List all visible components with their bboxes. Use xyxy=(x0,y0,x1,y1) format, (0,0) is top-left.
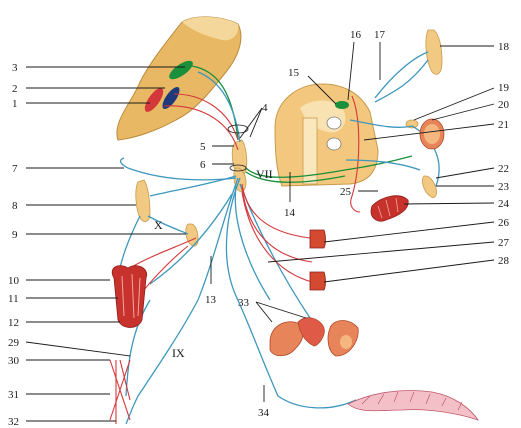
label-20: 20 xyxy=(498,99,510,111)
label-7: 7 xyxy=(12,163,18,175)
brainstem-section xyxy=(117,17,241,140)
nerve-labels: VII X IX xyxy=(154,167,273,360)
label-12: 12 xyxy=(8,317,19,329)
salivary-glands-pair xyxy=(270,318,358,356)
label-11: 11 xyxy=(8,293,19,305)
salivary-gland-right xyxy=(420,119,444,149)
nerve-label-vii: VII xyxy=(256,167,273,181)
label-15: 15 xyxy=(288,67,300,79)
label-31: 31 xyxy=(8,389,19,401)
nerve-label-x: X xyxy=(154,218,163,232)
cardiac-nerve-branches xyxy=(110,360,130,424)
label-16: 16 xyxy=(350,29,362,41)
label-13: 13 xyxy=(205,294,217,306)
label-9: 9 xyxy=(12,229,18,241)
label-3: 3 xyxy=(12,62,18,74)
label-17: 17 xyxy=(374,29,386,41)
muscle-blocks xyxy=(310,230,326,290)
label-25: 25 xyxy=(340,186,352,198)
label-1: 1 xyxy=(12,98,18,110)
gut-wall-segment xyxy=(348,391,478,421)
label-8: 8 xyxy=(12,200,18,212)
label-27: 27 xyxy=(498,237,510,249)
muscle-segment-24 xyxy=(371,196,408,221)
laryngeal-muscle-cluster xyxy=(112,266,147,328)
label-24: 24 xyxy=(498,198,510,210)
label-22: 22 xyxy=(498,163,509,175)
label-4: 4 xyxy=(262,102,268,114)
label-14: 14 xyxy=(284,207,296,219)
label-32: 32 xyxy=(8,416,19,428)
label-34: 34 xyxy=(258,407,270,419)
label-26: 26 xyxy=(498,217,510,229)
label-28: 28 xyxy=(498,255,510,267)
label-6: 6 xyxy=(200,159,206,171)
label-33: 33 xyxy=(238,297,250,309)
label-10: 10 xyxy=(8,275,20,287)
label-2: 2 xyxy=(12,83,18,95)
label-30: 30 xyxy=(8,355,20,367)
label-23: 23 xyxy=(498,181,510,193)
nerve-label-ix: IX xyxy=(172,346,185,360)
label-19: 19 xyxy=(498,82,510,94)
label-21: 21 xyxy=(498,119,509,131)
label-29: 29 xyxy=(8,337,20,349)
label-18: 18 xyxy=(498,41,510,53)
ear-section xyxy=(275,84,378,186)
label-5: 5 xyxy=(200,141,206,153)
